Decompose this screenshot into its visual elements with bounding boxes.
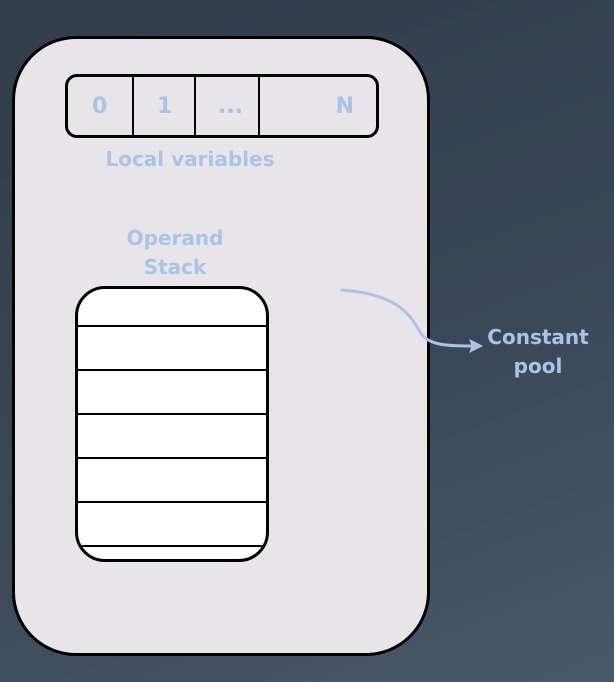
operand-stack-label-line2: Stack [143, 255, 207, 279]
local-variable-cell-1: 1 [134, 77, 196, 135]
operand-stack-slot-divider [78, 413, 266, 415]
operand-stack-label: Operand Stack [100, 224, 250, 282]
local-variable-cell-n: N [335, 93, 354, 119]
operand-stack-slot-divider [78, 501, 266, 503]
constant-pool-label-line1: Constant [487, 325, 589, 349]
constant-pool-label-line2: pool [513, 354, 563, 378]
operand-stack-slot-divider [78, 369, 266, 371]
local-variables-array: 0 1 ... N [65, 74, 379, 138]
local-variables-label: Local variables [105, 147, 275, 171]
arrow-head [469, 339, 484, 353]
operand-stack-slot-divider [78, 545, 266, 547]
local-variable-cell-ellipsis: ... [196, 77, 260, 135]
arrow-curve [340, 288, 474, 348]
operand-stack [75, 286, 269, 562]
operand-stack-label-line1: Operand [126, 226, 224, 250]
operand-stack-slot-divider [78, 325, 266, 327]
local-variable-cell-0: 0 [68, 77, 134, 135]
constant-pool-label: Constant pool [480, 323, 596, 381]
operand-stack-slot-divider [78, 457, 266, 459]
